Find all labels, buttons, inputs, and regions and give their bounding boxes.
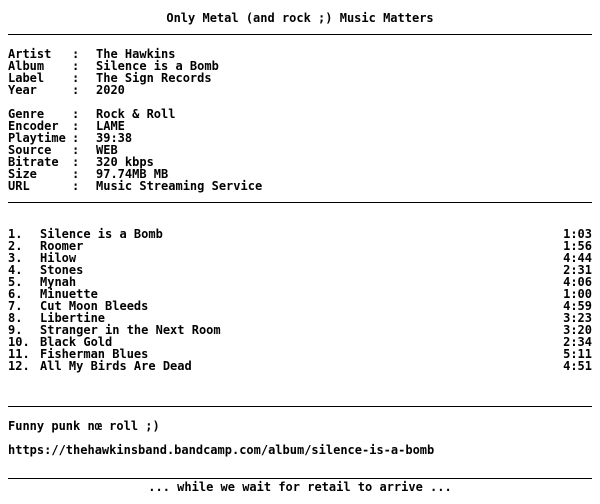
- genre-value: Rock & Roll: [96, 107, 176, 121]
- track-title: Hilow: [40, 251, 77, 265]
- top-divider: [8, 34, 592, 35]
- album-value: Silence is a Bomb: [96, 59, 219, 73]
- source-row: Source: WEB: [8, 143, 118, 157]
- bitrate-row: Bitrate: 320 kbps: [8, 155, 154, 169]
- track-duration: 1:00: [563, 287, 592, 301]
- track-duration: 1:03: [563, 227, 592, 241]
- track-duration: 4:06: [563, 275, 592, 289]
- encoder-value: LAME: [96, 119, 125, 133]
- playtime-row: Playtime: 39:38: [8, 131, 133, 145]
- label-row: Label: The Sign Records: [8, 71, 212, 85]
- track-title: Libertine: [40, 311, 106, 325]
- track-title: Mynah: [40, 275, 77, 289]
- track-title: Cut Moon Bleeds: [40, 299, 149, 313]
- track-title: All My Birds Are Dead: [40, 359, 192, 373]
- playtime-value: 39:38: [96, 131, 133, 145]
- artist-row: Artist: The Hawkins: [8, 47, 176, 61]
- source-value: WEB: [96, 143, 118, 157]
- genre-row: Genre: Rock & Roll: [8, 107, 176, 121]
- track-title: Minuette: [40, 287, 98, 301]
- footer-text: ... while we wait for retail to arrive .…: [148, 480, 452, 494]
- album-link[interactable]: https://thehawkinsband.bandcamp.com/albu…: [8, 443, 435, 457]
- url-row: URL: Music Streaming Service: [8, 179, 263, 193]
- bitrate-value: 320 kbps: [96, 155, 154, 169]
- size-row: Size: 97.74MB MB: [8, 167, 169, 181]
- track-duration: 4:44: [563, 251, 592, 265]
- track-duration: 1:56: [563, 239, 592, 253]
- lower-divider: [8, 406, 592, 407]
- artist-value: The Hawkins: [96, 47, 176, 61]
- track-title: Fisherman Blues: [40, 347, 149, 361]
- track-duration: 2:34: [563, 335, 592, 349]
- year-row: Year: 2020: [8, 83, 125, 97]
- track-duration: 4:59: [563, 299, 592, 313]
- track-title: Stones: [40, 263, 84, 277]
- track-title: Roomer: [40, 239, 84, 253]
- encoder-row: Encoder: LAME: [8, 119, 125, 133]
- track-duration: 5:11: [563, 347, 592, 361]
- album-row: Album: Silence is a Bomb: [8, 59, 219, 73]
- track-duration: 3:23: [563, 311, 592, 325]
- track-title: Black Gold: [40, 335, 113, 349]
- middle-divider: [8, 202, 592, 203]
- bottom-divider: [8, 478, 592, 479]
- track-title: Stranger in the Next Room: [40, 323, 221, 337]
- track-duration: 3:20: [563, 323, 592, 337]
- track-duration: 4:51: [563, 359, 592, 373]
- url-value: Music Streaming Service: [96, 179, 263, 193]
- track-duration: 2:31: [563, 263, 592, 277]
- year-value: 2020: [96, 83, 125, 97]
- page-title: Only Metal (and rock ;) Music Matters: [166, 11, 434, 25]
- size-value: 97.74MB MB: [96, 167, 169, 181]
- track-title: Silence is a Bomb: [40, 227, 163, 241]
- comment-text: Funny punk nœ roll ;): [8, 419, 160, 433]
- label-value: The Sign Records: [96, 71, 212, 85]
